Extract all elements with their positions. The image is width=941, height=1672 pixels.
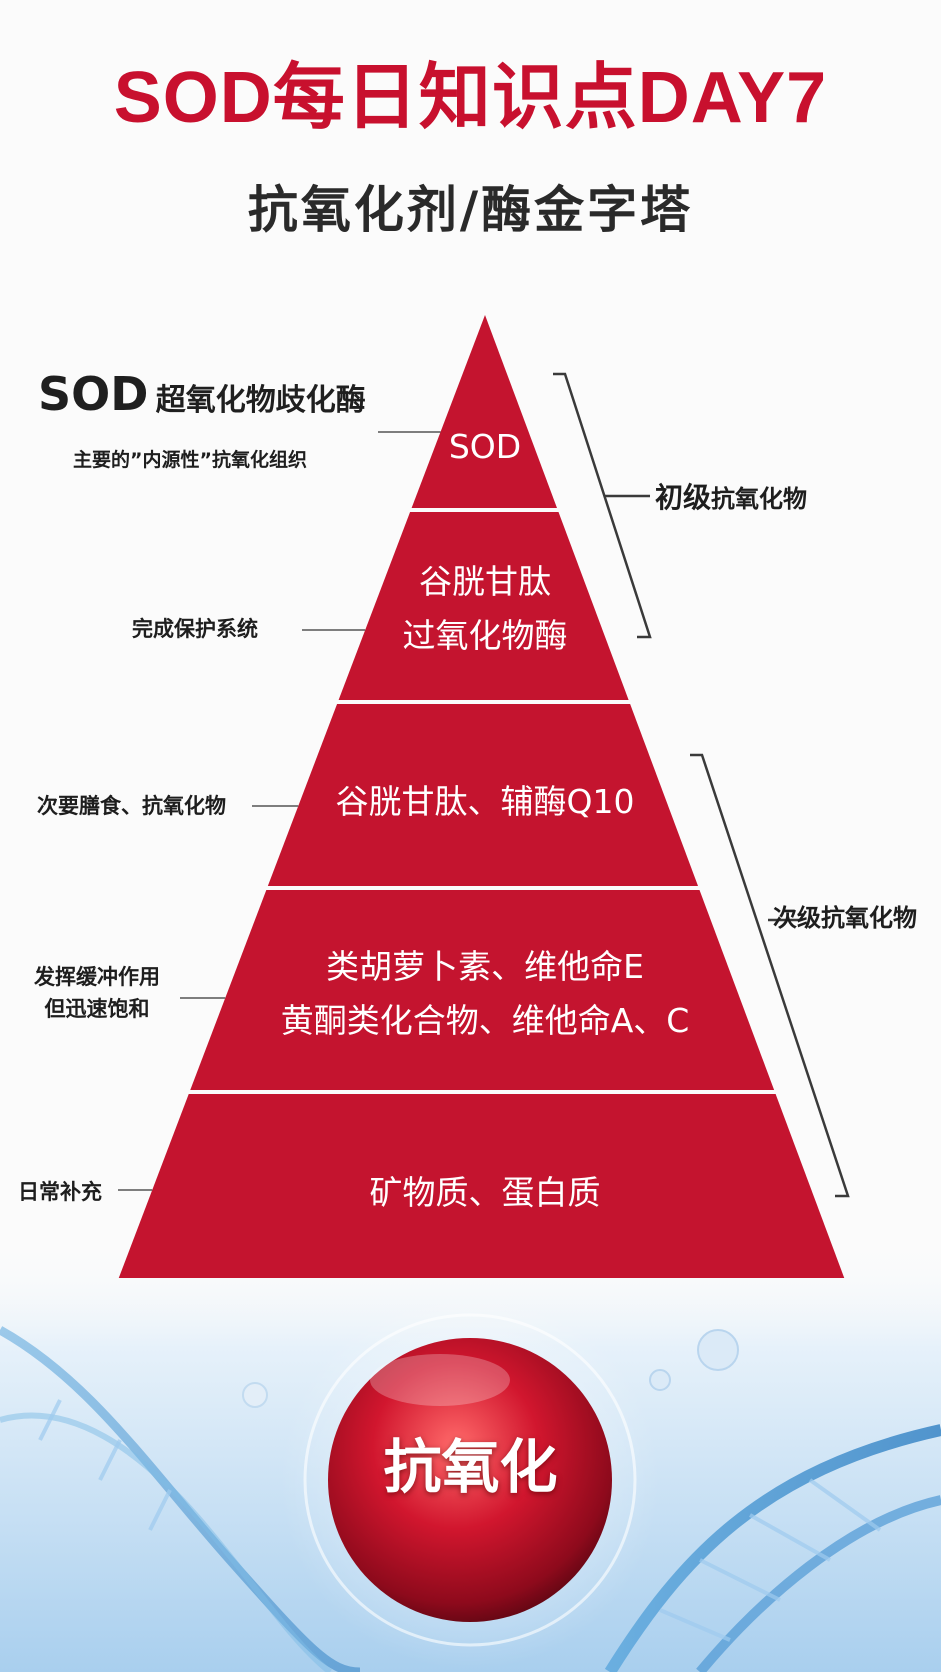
- dna-strand-right-2: [696, 1495, 941, 1672]
- tier-1-text: SOD: [448, 427, 522, 466]
- tier-2-label: 完成保护系统: [132, 617, 258, 641]
- tier-3-text: 谷胱甘肽、辅酶Q10: [335, 782, 635, 821]
- orb-sphere: [328, 1338, 612, 1622]
- page-subtitle: 抗氧化剂/酶金字塔: [247, 181, 694, 239]
- secondary-antioxidant-label: 次级抗氧化物: [773, 904, 917, 932]
- connector-lines: [118, 431, 441, 1191]
- pyramid: [118, 315, 845, 1278]
- dna-rungs: [38, 1399, 882, 1642]
- pyramid-tier-1: [411, 315, 557, 508]
- secondary-bracket: [690, 753, 850, 1198]
- tier-3-label: 次要膳食、抗氧化物: [37, 794, 226, 818]
- molecule-bubble: [697, 1329, 739, 1371]
- orb-outer-ring: [303, 1313, 637, 1647]
- pyramid-tier-3: [267, 704, 699, 886]
- tier-5-label: 日常补充: [18, 1180, 102, 1204]
- pyramid-tier-2: [338, 512, 629, 700]
- pyramid-tier-5: [118, 1094, 845, 1278]
- sod-label: SOD 超氧化物歧化酶: [38, 371, 366, 419]
- dna-strand-left-2: [0, 1412, 332, 1672]
- sod-full-name: 超氧化物歧化酶: [155, 383, 366, 418]
- molecule-bubble-small: [649, 1369, 671, 1391]
- tier-4-text: 类胡萝卜素、维他命E 黄酮类化合物、维他命A、C: [280, 947, 690, 1040]
- pyramid-tier-4: [190, 890, 775, 1090]
- primary-antioxidant-label: 初级抗氧化物: [655, 481, 808, 514]
- dna-strand-right: [604, 1424, 941, 1672]
- dna-strand-left: [0, 1326, 361, 1672]
- tier-4-label: 发挥缓冲作用 但迅速饱和: [34, 965, 160, 1021]
- tier-5-text: 矿物质、蛋白质: [369, 1173, 601, 1212]
- sod-abbr: SOD: [38, 367, 149, 421]
- molecule-bubble-left: [242, 1382, 268, 1408]
- tier-2-text: 谷胱甘肽 过氧化物酶: [402, 562, 568, 655]
- orb-label: 抗氧化: [383, 1433, 558, 1501]
- sod-description: 主要的”内源性”抗氧化组织: [73, 449, 307, 471]
- group-brackets: [553, 372, 850, 1198]
- primary-bracket: [553, 372, 652, 639]
- page-title: SOD每日知识点DAY7: [113, 58, 828, 138]
- orb-highlight: [370, 1354, 510, 1406]
